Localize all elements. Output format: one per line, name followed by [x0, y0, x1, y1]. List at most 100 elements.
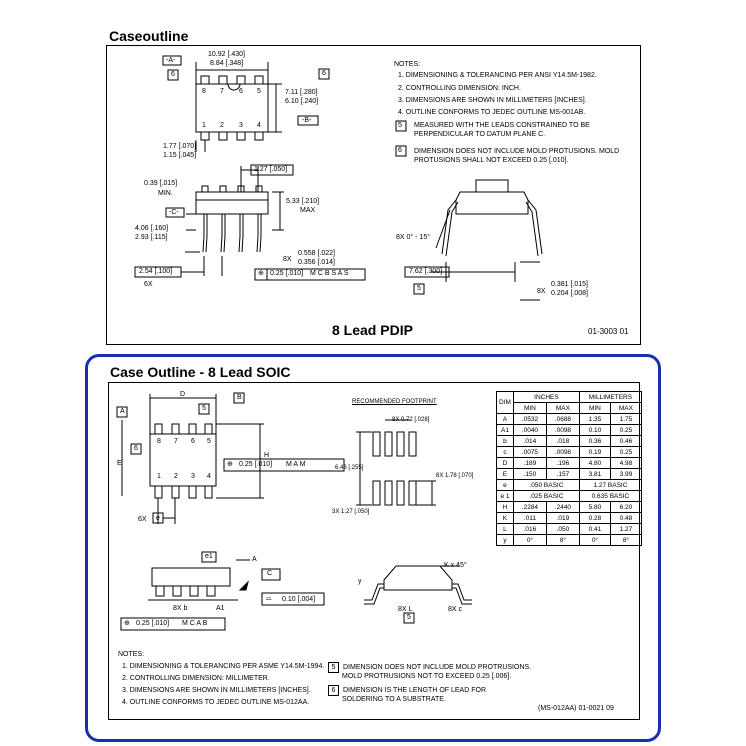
- soic-label-K: K x 45°: [444, 562, 467, 569]
- pdip-height-max: 5.33 [.210]: [286, 198, 320, 205]
- soic-footprint-title: RECOMMENDED FOOTPRINT: [352, 399, 437, 405]
- pdip-thick-min: 0.204 [.008]: [551, 290, 588, 297]
- pdip-lead-w-min: 0.356 [.014]: [298, 259, 335, 266]
- table-cell: 8°: [609, 534, 642, 546]
- table-cell: .2284: [512, 501, 547, 513]
- pdip-pin1-min: 1.15 [.045]: [163, 152, 197, 159]
- soic-note-2: 2. CONTROLLING DIMENSION: MILLIMETER.: [122, 675, 270, 682]
- table-cell: .0532: [512, 413, 547, 425]
- table-cell: 0.41: [578, 523, 611, 535]
- pdip-seat: 0.39 [.015]: [144, 180, 178, 187]
- soic-label-y: y: [358, 578, 362, 585]
- soic-footprint-pad: 8X 1.78 [.070]: [436, 473, 474, 479]
- table-cell: 1.27: [609, 523, 642, 535]
- pdip-note-5-tag: 5: [398, 122, 402, 129]
- soic-label-c: 8X c: [448, 606, 463, 613]
- soic-label-e: e: [156, 515, 160, 522]
- pdip-len-min: 8.84 [.348]: [210, 60, 244, 67]
- table-cell: .196: [545, 457, 580, 469]
- soic-note6-tag: 6: [134, 445, 138, 452]
- table-cell: 0.10: [578, 424, 611, 436]
- soic-flatness: 0.10 [.004]: [282, 596, 316, 603]
- pdip-notch: [227, 83, 241, 91]
- table-cell: 0.36: [578, 435, 611, 447]
- table-cell: .0075: [512, 446, 547, 458]
- soic-note-4: 4. OUTLINE CONFORMS TO JEDEC OUTLINE MS-…: [122, 699, 310, 706]
- soic-note-5b: MOLD PROTRUSIONS NOT TO EXCEED 0.25 [.00…: [342, 673, 512, 680]
- soic-footprint-width: 8X 0.72 [.028]: [392, 417, 430, 423]
- soic-pin-top-3: 6: [191, 438, 195, 445]
- soic-top-body: [149, 433, 217, 487]
- pdip-pin-top-3: 6: [239, 88, 243, 95]
- pdip-note-3: 3. DIMENSIONS ARE SHOWN IN MILLIMETERS […: [398, 97, 587, 104]
- table-cell: 8°: [545, 534, 580, 546]
- pdip-lead-max: 4.06 [.160]: [135, 225, 169, 232]
- pdip-note-6b: PROTUSIONS SHALL NOT EXCEED 0.25 [.010].: [414, 157, 569, 164]
- pdip-pin-top-1: 8: [202, 88, 206, 95]
- table-cell: .157: [545, 468, 580, 480]
- soic-flatness-symbol: ⌓: [266, 595, 272, 602]
- soic-footprint-pitch: 3X 1.27 [.050]: [332, 509, 370, 515]
- pdip-note6-tag-right: 6: [322, 70, 326, 77]
- soic-note-6b: SOLDERING TO A SUBSTRATE.: [342, 696, 446, 703]
- pdip-section-title: Caseoutline: [109, 28, 189, 44]
- table-cell: c: [496, 446, 514, 458]
- soic-label-D: D: [180, 391, 186, 398]
- pdip-pin-pitch-count: 6X: [144, 281, 153, 288]
- pdip-tolerance-refs: M C B S A S: [310, 270, 349, 277]
- pdip-row-spacing: 7.62 [.300]: [409, 268, 443, 275]
- pdip-thick-prefix: 8X: [537, 288, 546, 295]
- table-cell: 3.99: [609, 468, 642, 480]
- pdip-pin1-max: 1.77 [.070]: [163, 143, 197, 150]
- table-cell: .050 BASIC: [512, 479, 580, 491]
- soic-label-H: H: [264, 452, 270, 459]
- soic-notes-title: NOTES:: [118, 651, 145, 658]
- soic-pin-bot-1: 1: [157, 473, 161, 480]
- table-cell: 0.25: [609, 446, 642, 458]
- table-cell: 0.48: [609, 512, 642, 524]
- table-head-mm: MILLIMETERS: [578, 391, 642, 403]
- soic-label-A-side: A: [252, 556, 257, 563]
- pdip-position-symbol: ⊕: [258, 270, 264, 277]
- pdip-thick-max: 0.381 [.015]: [551, 281, 588, 288]
- table-cell: .2440: [545, 501, 580, 513]
- table-sub: MIN: [512, 402, 547, 414]
- pdip-note-2: 2. CONTROLLING DIMENSION: INCH.: [398, 85, 521, 92]
- pdip-wid-min: 6.10 [.240]: [285, 98, 319, 105]
- table-head-inches: INCHES: [512, 391, 580, 403]
- pdip-pin-bot-2: 2: [220, 122, 224, 129]
- table-cell: 0.46: [609, 435, 642, 447]
- table-cell: b: [496, 435, 514, 447]
- pdip-tolerance: 0.25 [.010]: [270, 270, 304, 277]
- pdip-lead-angle: 8X 0° - 15°: [396, 234, 431, 241]
- table-cell: 0.28: [578, 512, 611, 524]
- pdip-note5-tag-end: 5: [417, 285, 421, 292]
- table-cell: E: [496, 468, 514, 480]
- table-cell: 1.35: [578, 413, 611, 425]
- pdip-pin-bot-4: 4: [257, 122, 261, 129]
- table-sub: MAX: [609, 402, 642, 414]
- pdip-note-4: 4. OUTLINE CONFORMS TO JEDEC OUTLINE MS-…: [398, 109, 586, 116]
- soic-doc-number: (MS-012AA) 01-0021 09: [538, 705, 614, 712]
- pdip-notes-title: NOTES:: [394, 61, 421, 68]
- table-cell: L: [496, 523, 514, 535]
- soic-label-A1: A1: [216, 605, 225, 612]
- pdip-note-6-tag: 6: [398, 147, 402, 154]
- pdip-len-max: 10.92 [.430]: [208, 51, 245, 58]
- pdip-note-5b: PERPENDICULAR TO DATUM PLANE C.: [414, 131, 546, 138]
- soic-tol-b: 0.25 [.010]: [136, 620, 170, 627]
- table-cell: K: [496, 512, 514, 524]
- pdip-pin-bot-1: 1: [202, 122, 206, 129]
- soic-side-body: [151, 567, 231, 587]
- pdip-lead-w-max: 0.558 [.022]: [298, 250, 335, 257]
- pdip-pitch: 1.27 [.050]: [254, 166, 288, 173]
- table-cell: .0098: [545, 446, 580, 458]
- table-cell: .0098: [545, 424, 580, 436]
